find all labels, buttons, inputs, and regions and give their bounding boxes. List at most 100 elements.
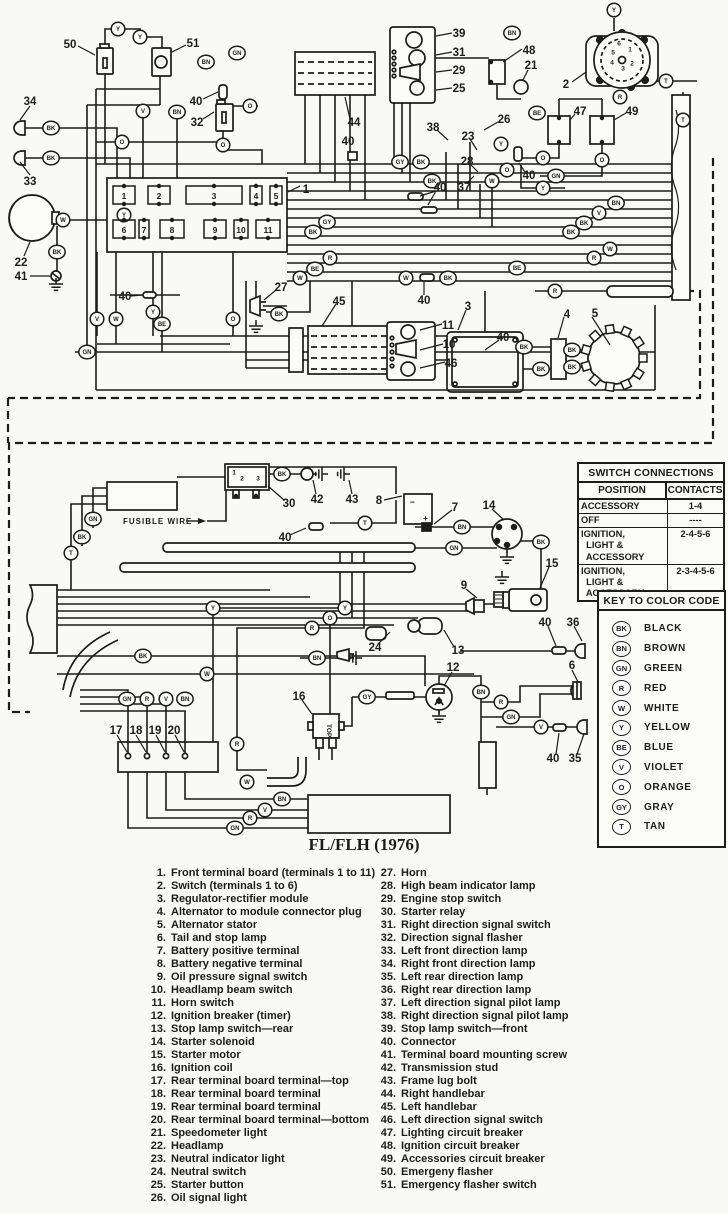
legend-item: 19.Rear terminal board terminal: [140, 1101, 396, 1114]
legend-item-label: Rear terminal board terminal—bottom: [171, 1114, 370, 1126]
legend-item: 8.Battery negative terminal: [140, 958, 396, 971]
color-code-badge: GN: [612, 660, 631, 677]
wire-code-gn-badge: GN: [226, 820, 244, 836]
wire-code-t-badge: T: [675, 112, 691, 128]
legend-item-label: Terminal board mounting screw: [401, 1049, 568, 1061]
legend-item-label: Accessories circuit breaker: [401, 1153, 545, 1165]
legend-item-number: 23.: [150, 1153, 166, 1165]
wire-code-bk-badge: BK: [73, 529, 91, 545]
svg-text:BE: BE: [311, 267, 319, 273]
svg-text:11: 11: [264, 225, 273, 235]
wire-code-bk-badge: BK: [48, 244, 66, 260]
legend-item-number: 12.: [150, 1010, 166, 1022]
legend-item-label: Starter button: [171, 1179, 244, 1191]
contacts-cell: 2-4-5-6: [680, 529, 711, 540]
svg-text:BK: BK: [139, 654, 148, 660]
ground-symbol: [432, 710, 446, 724]
wire-code-y-badge: Y: [535, 180, 551, 196]
wire-code-bk-badge: BK: [563, 359, 581, 375]
wire-code-gy-badge: GY: [391, 154, 409, 170]
callout-47: 47: [574, 106, 587, 118]
legend-item: 9.Oil pressure signal switch: [140, 971, 396, 984]
color-code-badge: V: [612, 759, 631, 776]
legend-item-label: Emergency flasher switch: [401, 1179, 537, 1191]
wire-code-bn-badge: BN: [308, 650, 326, 666]
color-name: ORANGE: [644, 781, 692, 793]
svg-text:GN: GN: [231, 826, 240, 832]
color-name: BLUE: [644, 742, 674, 754]
callout-12: 12: [447, 662, 460, 674]
wire-code-be-badge: BE: [528, 105, 546, 121]
svg-text:BK: BK: [537, 540, 546, 546]
legend-item-number: 45.: [380, 1101, 396, 1113]
callout-48: 48: [523, 45, 536, 57]
svg-text:W: W: [489, 179, 495, 185]
callout-36: 36: [567, 617, 580, 629]
wire-code-w-badge: W: [292, 270, 308, 286]
svg-text:O: O: [541, 156, 546, 162]
legend-item: 11.Horn switch: [140, 997, 396, 1010]
wire-code-v-badge: V: [533, 719, 549, 735]
callout-40: 40: [119, 291, 132, 303]
legend-item-number: 19.: [150, 1101, 166, 1113]
legend-item-number: 50.: [380, 1166, 396, 1178]
callout-11: 11: [442, 320, 455, 332]
legend-item-label: Alternator stator: [171, 919, 258, 931]
legend-item: 22.Headlamp: [140, 1140, 396, 1153]
legend-item-label: Rear terminal board terminal: [171, 1088, 321, 1100]
wire-code-t-badge: T: [63, 545, 79, 561]
callout-14: 14: [483, 500, 496, 512]
color-name: RED: [644, 682, 667, 694]
legend-item: 51. Emergency flasher switch: [370, 1179, 590, 1192]
wire-code-v-badge: V: [158, 691, 174, 707]
ground-symbol: [249, 320, 263, 334]
legend-item-number: 6.: [156, 932, 166, 944]
svg-text:BN: BN: [181, 697, 190, 703]
legend-item-number: 35.: [380, 971, 396, 983]
color-code-title: KEY TO COLOR CODE: [599, 592, 724, 611]
svg-text:BK: BK: [53, 250, 62, 256]
wire-code-w-badge: W: [484, 173, 500, 189]
legend-item-number: 8.: [156, 958, 166, 970]
callout-49: 49: [626, 106, 639, 118]
wire-code-t-badge: T: [357, 515, 373, 531]
callout-33: 33: [24, 176, 37, 188]
wire-code-bk-badge: BK: [532, 534, 550, 550]
svg-text:T: T: [664, 79, 668, 85]
legend-item-number: 51.: [380, 1179, 396, 1191]
svg-text:W: W: [403, 276, 409, 282]
callout-41: 41: [15, 271, 28, 283]
color-name: YELLOW: [644, 722, 691, 734]
wire-code-w-badge: W: [55, 212, 71, 228]
wire-code-r-badge: R: [547, 283, 563, 299]
contacts-cell: 1-4: [688, 501, 703, 511]
column-contacts: CONTACTS: [667, 485, 723, 496]
legend-item-label: Headlamp beam switch: [171, 984, 293, 996]
color-name: BLACK: [644, 623, 682, 635]
wire-code-y-badge: Y: [493, 136, 509, 152]
legend-item-number: 41.: [380, 1049, 396, 1061]
color-name: WHITE: [644, 702, 680, 714]
svg-text:GN: GN: [552, 174, 561, 180]
wire-code-bn-badge: BN: [607, 195, 625, 211]
legend-item: 39.Stop lamp switch—front: [370, 1023, 590, 1036]
svg-text:BN: BN: [202, 60, 211, 66]
svg-text:R: R: [618, 95, 623, 101]
wire-code-bk-badge: BK: [562, 224, 580, 240]
legend-item-number: 11.: [151, 997, 166, 1009]
table-row: IGNITION, LIGHT & ACCESSORY 2-4-5-6: [579, 528, 723, 565]
switch-face-number: 6: [617, 41, 621, 48]
svg-text:BN: BN: [313, 656, 322, 662]
legend-item-number: 3.: [156, 893, 166, 905]
table-row: OFF ----: [579, 514, 723, 529]
legend-item-number: 5.: [156, 919, 166, 931]
legend-item-label: Regulator-rectifier module: [171, 893, 309, 905]
fusible-wire-arrow: [198, 518, 206, 524]
svg-text:BN: BN: [173, 110, 182, 116]
wire-code-v-badge: V: [591, 205, 607, 221]
svg-text:Y: Y: [122, 213, 126, 219]
legend-item: 13.Stop lamp switch—rear: [140, 1023, 396, 1036]
